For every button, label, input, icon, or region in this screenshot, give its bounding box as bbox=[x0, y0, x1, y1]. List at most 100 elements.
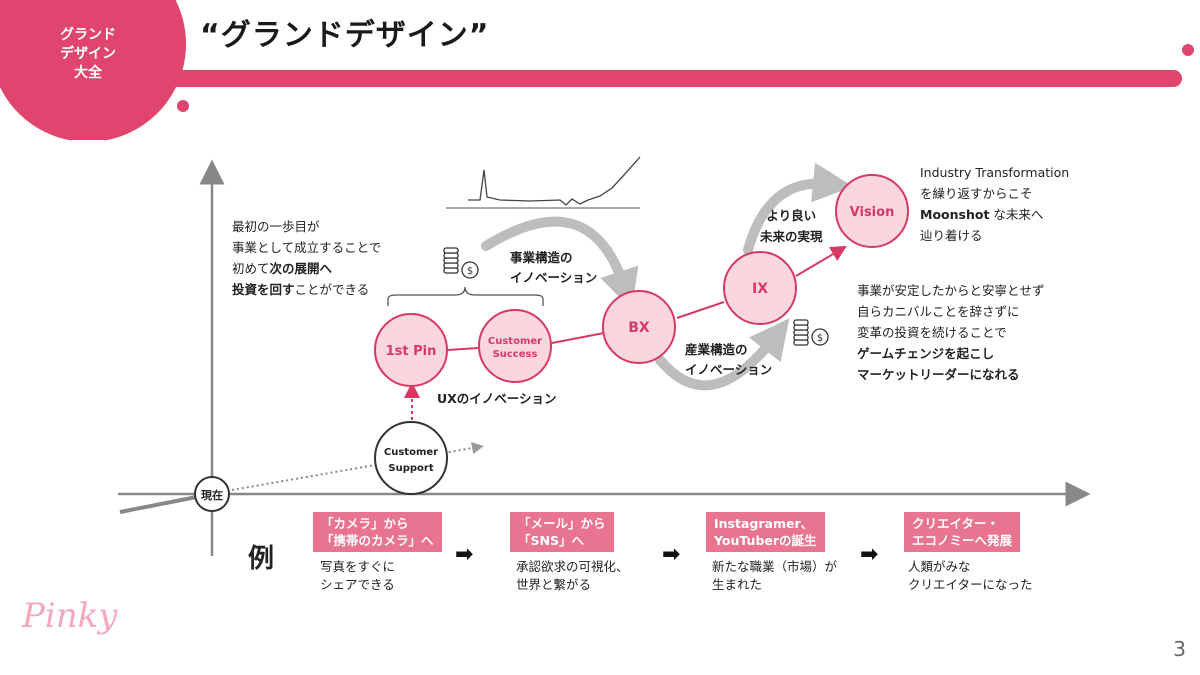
node-bx: BX bbox=[602, 290, 676, 364]
node-success-line-2: Success bbox=[493, 349, 538, 360]
industry-structure-arc bbox=[655, 318, 790, 391]
pin-to-success-line bbox=[447, 347, 479, 351]
page-number: 3 bbox=[1173, 637, 1186, 661]
right-arrow-icon: ➡ bbox=[455, 542, 474, 567]
example-desc-line: クリエイターになった bbox=[908, 577, 1033, 592]
node-customer-success: Customer Success bbox=[478, 309, 552, 383]
industry-structure-label-line-2: イノベーション bbox=[685, 362, 773, 377]
example-box-line: 「メール」から bbox=[518, 516, 606, 531]
example-box-2: 「メール」から 「SNS」へ bbox=[510, 512, 614, 552]
example-box-1: 「カメラ」から 「携帯のカメラ」へ bbox=[313, 512, 442, 552]
node-bx-label: BX bbox=[628, 320, 650, 336]
header-dot-right bbox=[1182, 44, 1194, 56]
example-desc-line: シェアできる bbox=[320, 577, 395, 592]
right-top-note-line-3: Moonshot な未来へ bbox=[920, 204, 1069, 225]
right-mid-note-line-5: マーケットリーダーになれる bbox=[857, 367, 1020, 382]
example-desc-line: 承認欲求の可視化、 bbox=[516, 559, 629, 574]
biz-structure-label-line-2: イノベーション bbox=[510, 270, 598, 285]
right-arrow-icon: ➡ bbox=[860, 542, 879, 567]
example-desc-2: 承認欲求の可視化、 世界と繋がる bbox=[516, 558, 629, 594]
node-first-pin: 1st Pin bbox=[374, 313, 448, 387]
industry-structure-label: 産業構造の イノベーション bbox=[685, 340, 772, 380]
example-desc-4: 人類がみな クリエイターになった bbox=[908, 558, 1033, 594]
node-ix-label: IX bbox=[752, 281, 768, 297]
left-note-text: 初めて bbox=[232, 261, 270, 276]
better-future-arc bbox=[743, 162, 853, 255]
page-title: “グランドデザイン” bbox=[200, 18, 490, 53]
example-desc-1: 写真をすぐに シェアできる bbox=[320, 558, 395, 594]
svg-text:$: $ bbox=[467, 266, 473, 277]
biz-structure-arc bbox=[481, 216, 639, 310]
node-first-pin-label: 1st Pin bbox=[386, 344, 437, 359]
growth-curve-icon bbox=[446, 156, 641, 209]
node-support-line-1: Customer bbox=[384, 447, 438, 458]
example-desc-line: 人類がみな bbox=[908, 559, 971, 574]
left-note-text: ことができる bbox=[294, 282, 370, 297]
right-top-note: Industry Transformation を繰り返すからこそ Moonsh… bbox=[920, 162, 1069, 246]
example-box-line: 「カメラ」から bbox=[321, 516, 409, 531]
header-badge: グランド デザイン 大全 bbox=[38, 26, 138, 83]
examples-label: 例 bbox=[248, 544, 275, 574]
node-support-line-2: Support bbox=[388, 463, 433, 474]
bx-to-ix-line bbox=[676, 301, 725, 319]
example-box-line: 「SNS」へ bbox=[518, 533, 584, 548]
industry-structure-label-line-1: 産業構造の bbox=[685, 342, 748, 357]
ux-innovation-label: UXのイノベーション bbox=[437, 391, 557, 406]
ix-to-vision-line bbox=[795, 245, 847, 277]
header-badge-circle bbox=[0, 0, 186, 140]
left-note-line-4: 投資を回すことができる bbox=[232, 279, 381, 300]
right-arrow-icon: ➡ bbox=[662, 542, 681, 567]
left-note-line-1: 最初の一歩目が bbox=[232, 219, 320, 234]
success-to-bx-line bbox=[551, 332, 605, 344]
right-mid-note-line-4: ゲームチェンジを起こし bbox=[857, 346, 995, 361]
left-note: 最初の一歩目が 事業として成立することで 初めて次の展開へ 投資を回すことができ… bbox=[232, 216, 381, 300]
example-desc-line: 新たな職業（市場）が bbox=[712, 559, 838, 574]
coin-stack-icon: $ bbox=[793, 319, 829, 346]
better-future-label: より良い 未来の実現 bbox=[760, 205, 823, 247]
header-bar bbox=[150, 70, 1182, 87]
example-box-line: Instagramer、 bbox=[714, 516, 814, 531]
example-desc-3: 新たな職業（市場）が 生まれた bbox=[712, 558, 837, 594]
signature-logo: Pinky bbox=[22, 596, 118, 636]
example-desc-line: 生まれた bbox=[712, 577, 763, 592]
example-box-line: クリエイター・ bbox=[912, 516, 1000, 531]
badge-line-1: グランド bbox=[60, 27, 116, 43]
left-note-emphasis: 次の展開へ bbox=[269, 261, 333, 276]
right-top-note-emphasis: Moonshot bbox=[920, 207, 990, 222]
biz-structure-label-line-1: 事業構造の bbox=[510, 250, 573, 265]
right-top-note-text: な未来へ bbox=[989, 207, 1044, 222]
badge-line-3: 大全 bbox=[74, 65, 102, 81]
right-top-note-line-4: 辿り着ける bbox=[920, 228, 983, 243]
node-success-line-1: Customer bbox=[488, 336, 542, 347]
example-box-line: 「携帯のカメラ」へ bbox=[321, 533, 434, 548]
node-now: 現在 bbox=[194, 476, 230, 512]
node-vision-label: Vision bbox=[850, 205, 895, 220]
example-box-3: Instagramer、 YouTuberの誕生 bbox=[706, 512, 825, 552]
header-decoration bbox=[0, 0, 1194, 140]
example-box-line: YouTuberの誕生 bbox=[714, 533, 817, 548]
left-note-line-3: 初めて次の展開へ bbox=[232, 258, 381, 279]
svg-text:$: $ bbox=[817, 333, 823, 344]
investment-brace bbox=[387, 286, 544, 306]
example-desc-line: 世界と繋がる bbox=[516, 577, 592, 592]
node-vision: Vision bbox=[835, 174, 909, 248]
projection-line bbox=[231, 442, 484, 491]
node-customer-support: Customer Support bbox=[374, 421, 448, 495]
header-dot-left bbox=[177, 100, 189, 112]
better-future-label-line-1: より良い bbox=[766, 208, 817, 223]
right-top-note-line-2: を繰り返すからこそ bbox=[920, 186, 1033, 201]
right-mid-note: 事業が安定したからと安寧とせず 自らカニバルことを辞さずに 変革の投資を続けるこ… bbox=[857, 280, 1045, 385]
left-note-line-2: 事業として成立することで bbox=[232, 240, 382, 255]
node-now-label: 現在 bbox=[201, 488, 223, 502]
node-ix: IX bbox=[723, 251, 797, 325]
example-box-line: エコノミーへ発展 bbox=[912, 533, 1013, 548]
example-desc-line: 写真をすぐに bbox=[320, 559, 396, 574]
right-top-note-line-1: Industry Transformation bbox=[920, 165, 1070, 180]
better-future-label-line-2: 未来の実現 bbox=[760, 229, 823, 244]
left-note-emphasis: 投資を回す bbox=[232, 282, 295, 297]
example-box-4: クリエイター・ エコノミーへ発展 bbox=[904, 512, 1021, 552]
biz-structure-label: 事業構造の イノベーション bbox=[510, 248, 597, 288]
right-mid-note-line-3: 変革の投資を続けることで bbox=[857, 325, 1007, 340]
badge-line-2: デザイン bbox=[60, 46, 116, 62]
